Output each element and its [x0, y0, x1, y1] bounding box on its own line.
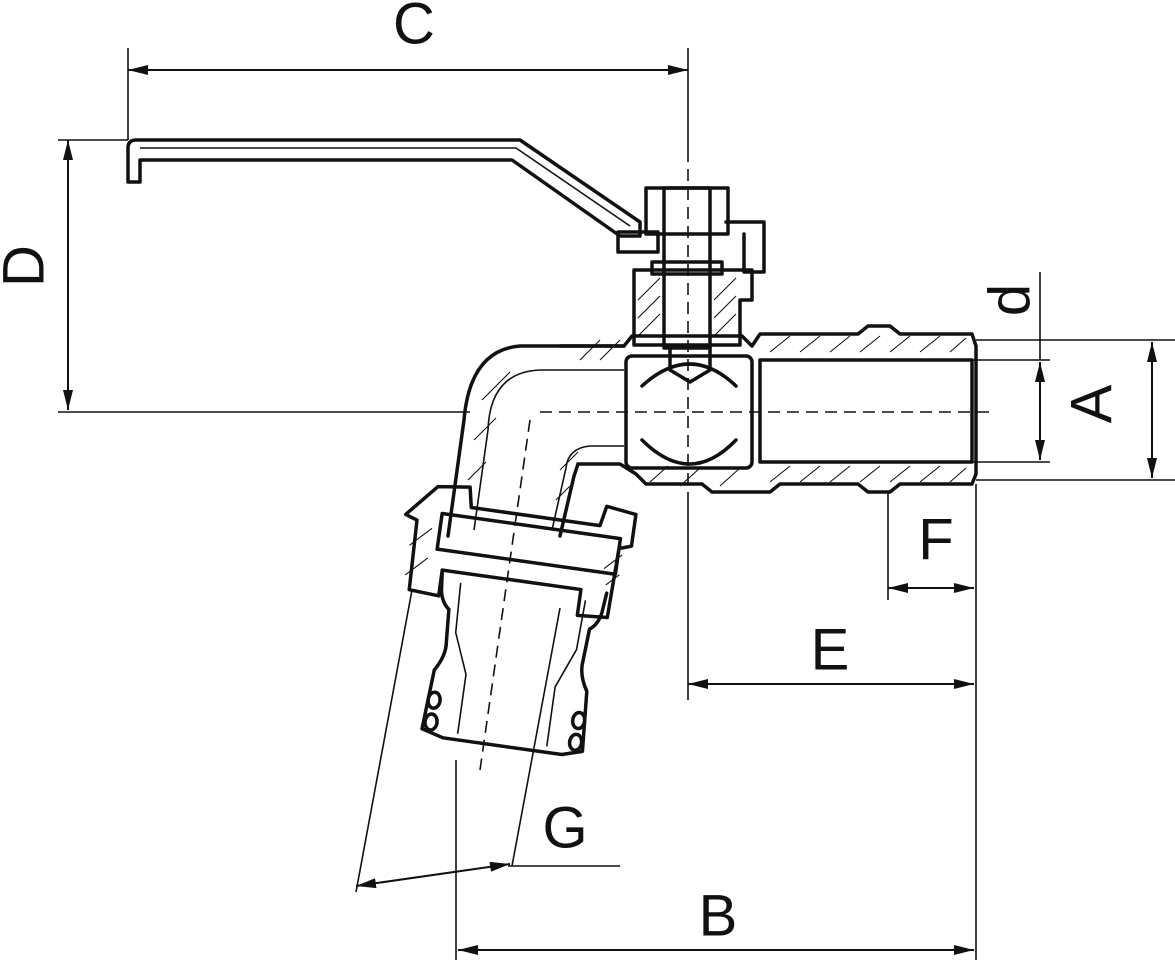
label-b: B: [699, 883, 738, 948]
dimension-labels: C D d A F E G B: [0, 0, 1124, 948]
label-a: A: [1059, 384, 1124, 423]
label-c: C: [393, 0, 435, 56]
label-g: G: [542, 795, 587, 860]
dimension-line-g: [355, 861, 511, 889]
valve-body: [558, 324, 978, 494]
extension-lines: [58, 48, 1175, 960]
valve-stem-bonnet: [632, 186, 766, 350]
label-d-small: d: [977, 284, 1042, 316]
hose-coupling: [403, 484, 638, 757]
lever-handle: [126, 138, 660, 254]
label-f: F: [918, 507, 953, 572]
centre-lines: [479, 150, 990, 771]
label-d: D: [0, 245, 56, 287]
elbow-spout: [446, 344, 626, 538]
label-e: E: [811, 617, 850, 682]
dimension-lines: [63, 65, 1157, 955]
